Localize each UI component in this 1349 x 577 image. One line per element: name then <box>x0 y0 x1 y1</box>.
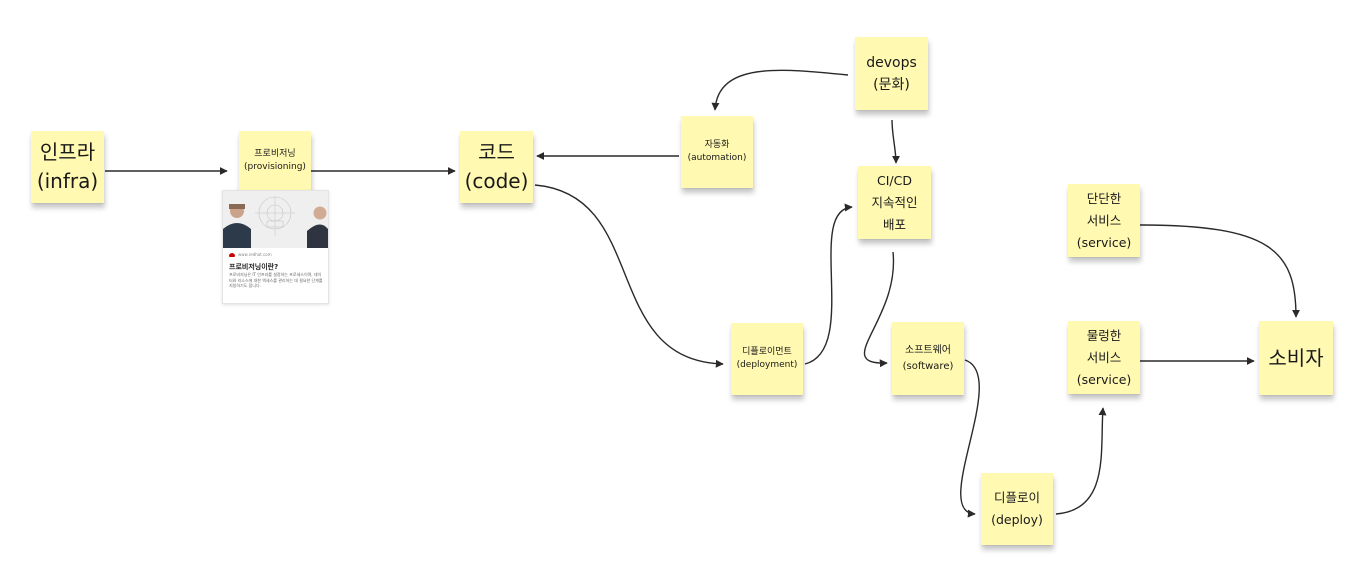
note-automation[interactable]: 자동화 (automation) <box>681 116 753 188</box>
arrow-cicd-to-software[interactable] <box>863 251 895 368</box>
note-devops-title: devops <box>866 54 917 71</box>
arrow-deployment-to-cicd[interactable] <box>804 203 853 365</box>
arrow-solid-service-to-consumer[interactable] <box>1139 224 1300 318</box>
note-provisioning[interactable]: 프로비저닝 (provisioning) <box>239 131 311 190</box>
note-infra[interactable]: 인프라 (infra) <box>31 131 104 203</box>
note-software-title: 소프트웨어 <box>905 344 951 356</box>
note-solid-service-line2: 서비스 <box>1086 212 1122 228</box>
note-infra-title: 인프라 <box>39 140 96 164</box>
note-deployment-title: 디플로이먼트 <box>742 347 792 357</box>
note-software-subtitle: (software) <box>902 360 954 372</box>
note-solid-service[interactable]: 단단한 서비스 (service) <box>1068 184 1140 257</box>
link-preview-card[interactable]: www.redhat.com 프로비저닝이란? 프로비저닝은 IT 인프라를 설… <box>222 190 329 304</box>
arrow-deploy-to-soft-service[interactable] <box>1055 407 1107 515</box>
link-preview-title: 프로비저닝이란? <box>229 263 279 271</box>
note-cicd-line3: 배포 <box>882 216 906 232</box>
note-provisioning-subtitle: (provisioning) <box>244 161 306 172</box>
note-soft-service-line2: 서비스 <box>1086 349 1122 365</box>
note-soft-service-title: 물렁한 <box>1086 327 1122 343</box>
note-deploy-title: 디플로이 <box>993 490 1040 505</box>
arrow-devops-to-cicd[interactable] <box>891 119 900 164</box>
link-preview-domain: www.redhat.com <box>238 252 272 257</box>
note-cicd-line2: 지속적인 <box>871 194 918 210</box>
note-consumer[interactable]: 소비자 <box>1259 321 1333 395</box>
note-provisioning-title: 프로비저닝 <box>254 148 296 159</box>
note-code[interactable]: 코드 (code) <box>460 131 533 203</box>
note-code-subtitle: (code) <box>464 169 529 193</box>
arrow-devops-to-automation[interactable] <box>711 69 849 111</box>
note-deployment-subtitle: (deployment) <box>736 360 798 370</box>
note-devops-subtitle: (문화) <box>873 76 910 93</box>
link-preview-image <box>223 191 328 248</box>
note-cicd-title: CI/CD <box>877 172 912 188</box>
note-deploy[interactable]: 디플로이 (deploy) <box>981 473 1053 545</box>
note-soft-service-line3: (service) <box>1076 371 1132 387</box>
note-devops[interactable]: devops (문화) <box>855 37 928 110</box>
link-preview-domain-row: www.redhat.com <box>229 251 272 259</box>
arrow-code-to-deployment[interactable] <box>534 184 724 368</box>
people-photo-icon <box>223 191 328 248</box>
note-consumer-title: 소비자 <box>1268 345 1324 370</box>
note-soft-service[interactable]: 물렁한 서비스 (service) <box>1068 321 1140 394</box>
note-automation-title: 자동화 <box>704 140 730 150</box>
note-cicd[interactable]: CI/CD 지속적인 배포 <box>858 166 931 239</box>
note-solid-service-title: 단단한 <box>1086 190 1122 206</box>
note-deploy-subtitle: (deploy) <box>991 512 1043 527</box>
note-infra-subtitle: (infra) <box>36 169 99 193</box>
note-software[interactable]: 소프트웨어 (software) <box>892 322 964 395</box>
note-deployment[interactable]: 디플로이먼트 (deployment) <box>731 323 803 395</box>
note-code-title: 코드 <box>478 140 515 164</box>
redhat-favicon-icon <box>229 253 235 257</box>
note-automation-subtitle: (automation) <box>687 153 747 163</box>
note-solid-service-line3: (service) <box>1076 234 1132 250</box>
link-preview-description: 프로비저닝은 IT 인프라를 설정하는 프로세스이며, 데이터와 리소스에 대한… <box>229 272 323 288</box>
